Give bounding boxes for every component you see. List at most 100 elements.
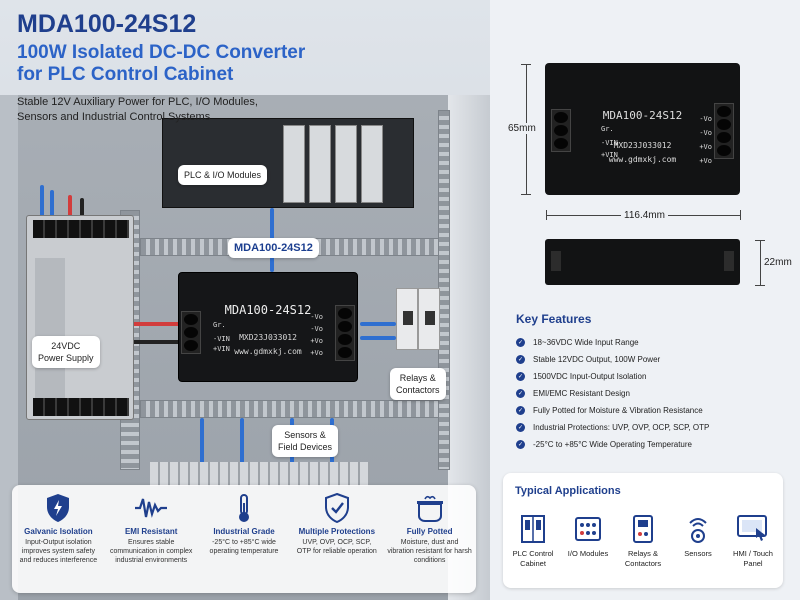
psu-face xyxy=(35,258,65,398)
checkmark-icon: ✓ xyxy=(516,355,525,364)
key-features-title: Key Features xyxy=(516,312,592,326)
page-description-line1: Stable 12V Auxiliary Power for PLC, I/O … xyxy=(17,96,258,108)
callout-sensors-line1: Sensors & xyxy=(284,430,326,440)
callout-psu: 24VDC Power Supply xyxy=(32,336,100,368)
sensor-icon xyxy=(670,513,726,545)
pin-label: +Vo xyxy=(699,143,712,151)
key-feature-item: ✓ -25°C to +85°C Wide Operating Temperatu… xyxy=(516,440,692,449)
converter-serial: MXD23J033012 xyxy=(239,333,297,342)
pin-label: +VIN xyxy=(601,151,618,159)
strip-feature-desc: -25°C to +85°C wide operating temperatur… xyxy=(209,539,279,555)
dimension-tick xyxy=(546,210,547,220)
wire xyxy=(240,418,244,466)
application-label-line1: Sensors xyxy=(684,549,712,558)
application-label-line1: I/O Modules xyxy=(567,549,609,558)
terminal-block-input xyxy=(181,311,201,354)
dimension-tick xyxy=(740,210,741,220)
wire xyxy=(360,336,396,340)
terminal-block-output xyxy=(714,103,734,159)
typical-applications-card: Typical Applications PLC Control Cabinet… xyxy=(503,473,783,588)
dimension-line-thickness xyxy=(760,240,761,285)
application-label-line1: PLC Control xyxy=(512,549,554,558)
checkmark-icon: ✓ xyxy=(516,338,525,347)
plc-module xyxy=(283,125,305,203)
pin-label: +VIN xyxy=(213,345,230,353)
application-label-line1: HMI / Touch xyxy=(733,549,773,558)
terminal-block-output xyxy=(335,305,355,361)
application-sensors: Sensors xyxy=(670,513,726,559)
wire xyxy=(360,322,396,326)
callout-sensors: Sensors & Field Devices xyxy=(272,425,339,457)
callout-psu-line1: 24VDC xyxy=(51,341,81,351)
application-plc-cabinet: PLC Control Cabinet xyxy=(505,513,561,569)
dimension-length-label: 116.4mm xyxy=(621,210,668,221)
cabinet-scene: MDA100-24S12 Gr. -VIN +VIN -Vo -Vo +Vo +… xyxy=(0,0,490,600)
wire xyxy=(200,418,204,466)
strip-feature-desc: UVP, OVP, OCP, SCP, OTP for reliable ope… xyxy=(296,539,377,555)
application-label-line2: Panel xyxy=(743,559,763,568)
strip-feature-desc: Input-Output isolation improves system s… xyxy=(19,539,98,564)
pin-label: +Vo xyxy=(310,337,323,345)
pin-label: -Vo xyxy=(310,313,323,321)
shield-check-icon xyxy=(290,493,383,523)
application-label-line2: Contactors xyxy=(624,559,662,568)
key-feature-item: ✓Fully Potted for Moisture & Vibration R… xyxy=(516,406,703,415)
key-feature-text: 18~36VDC Wide Input Range xyxy=(533,338,639,347)
checkmark-icon: ✓ xyxy=(516,440,525,449)
callout-relays-line1: Relays & xyxy=(399,373,436,383)
plc-module xyxy=(335,125,357,203)
strip-feature-desc: Moisture, dust and vibration resistant f… xyxy=(387,539,472,564)
application-label-line1: Relays & xyxy=(627,549,658,558)
key-feature-text: -25°C to +85°C Wide Operating Temperatur… xyxy=(533,440,692,449)
typical-applications-title: Typical Applications xyxy=(515,485,621,497)
pin-label: Gr. xyxy=(213,321,226,329)
key-feature-text: 1500VDC Input-Output Isolation xyxy=(533,372,647,381)
pin-label: +Vo xyxy=(699,157,712,165)
product-model-label: MDA100-24S12 xyxy=(602,109,683,122)
wire xyxy=(68,195,72,225)
callout-sensors-line2: Field Devices xyxy=(278,442,333,452)
wire xyxy=(80,198,84,225)
key-feature-item: ✓ 18~36VDC Wide Input Range xyxy=(516,338,639,347)
psu-terminal-bottom xyxy=(33,398,129,416)
pin-label: -Vo xyxy=(699,129,712,137)
product-side-view xyxy=(545,239,740,285)
key-feature-text: Industrial Protections: UVP, OVP, OCP, S… xyxy=(533,423,710,432)
wire xyxy=(110,340,180,344)
feature-strip: Galvanic Isolation Input-Output isolatio… xyxy=(12,485,476,593)
application-label-line2: Cabinet xyxy=(520,559,546,568)
strip-feature-temperature: Industrial Grade -25°C to +85°C wide ope… xyxy=(198,485,291,593)
plc-rack xyxy=(162,118,414,208)
strip-feature-title: Industrial Grade xyxy=(213,527,275,536)
product-top-view: MDA100-24S12 Gr. -VIN +VIN -Vo -Vo +Vo +… xyxy=(545,63,740,195)
converter-module: MDA100-24S12 Gr. -VIN +VIN -Vo -Vo +Vo +… xyxy=(178,272,358,382)
application-relays: Relays & Contactors xyxy=(615,513,671,569)
pin-label: Gr. xyxy=(601,125,614,133)
page-subtitle-line1: 100W Isolated DC-DC Converter xyxy=(17,42,306,63)
key-feature-text: Fully Potted for Moisture & Vibration Re… xyxy=(533,406,703,415)
circuit-breaker xyxy=(396,288,418,350)
circuit-breaker xyxy=(418,288,440,350)
psu-terminal-top xyxy=(33,220,129,238)
shield-bolt-icon xyxy=(12,493,105,523)
callout-converter: MDA100-24S12 xyxy=(228,238,319,258)
side-terminal xyxy=(724,251,734,271)
strip-feature-title: Fully Potted xyxy=(406,527,453,536)
hmi-touch-icon xyxy=(725,513,781,545)
strip-feature-potted: Fully Potted Moisture, dust and vibratio… xyxy=(383,485,476,593)
pin-label: -Vo xyxy=(310,325,323,333)
strip-feature-protection: Multiple Protections UVP, OVP, OCP, SCP,… xyxy=(290,485,383,593)
relay-icon xyxy=(615,513,671,545)
wire xyxy=(110,322,180,326)
page-subtitle-line2: for PLC Control Cabinet xyxy=(17,64,234,85)
key-feature-item: ✓EMI/EMC Resistant Design xyxy=(516,389,630,398)
strip-feature-title: EMI Resistant xyxy=(124,527,178,536)
checkmark-icon: ✓ xyxy=(516,423,525,432)
dimension-thickness-label: 22mm xyxy=(764,257,792,268)
page-description-line2: Sensors and Industrial Control Systems xyxy=(17,111,211,123)
key-feature-item: ✓1500VDC Input-Output Isolation xyxy=(516,372,646,381)
plc-cabinet-icon xyxy=(505,513,561,545)
wire xyxy=(50,190,54,225)
pin-label: +Vo xyxy=(310,349,323,357)
page-title: MDA100-24S12 xyxy=(17,10,197,38)
